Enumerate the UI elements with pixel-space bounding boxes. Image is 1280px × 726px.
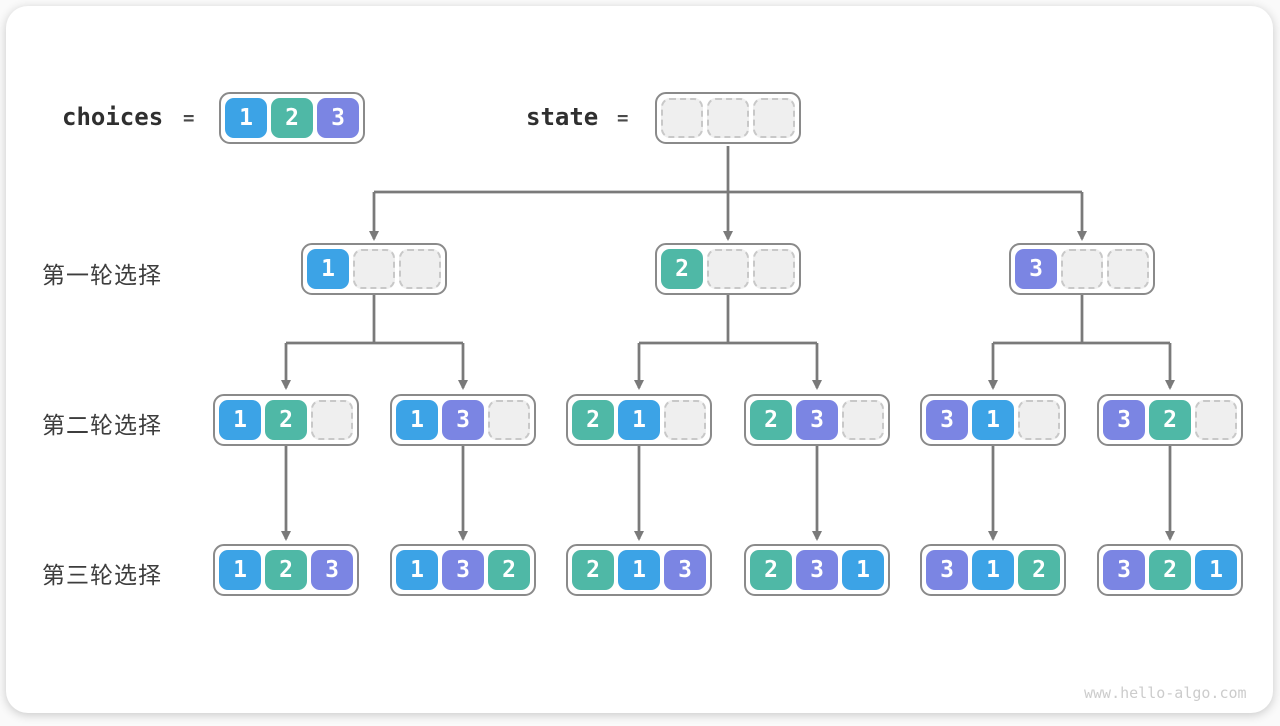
watermark: www.hello-algo.com [1084,684,1247,702]
choices-label: choices [62,103,164,131]
choice-cell-1: 1 [307,249,349,289]
state-array [655,92,801,144]
state-equals-sign: = [617,107,629,129]
choice-cell-3: 3 [442,400,484,440]
choices-equals-sign: = [183,107,195,129]
choice-cell-2: 2 [1018,550,1060,590]
state-label: state [526,103,599,131]
choice-cell-3: 3 [1015,249,1057,289]
empty-cell [753,249,795,289]
empty-cell [1195,400,1237,440]
choice-cell-2: 2 [1149,400,1191,440]
choice-cell-3: 3 [1103,400,1145,440]
empty-cell [661,98,703,138]
empty-cell [707,249,749,289]
choice-cell-3: 3 [796,550,838,590]
choice-cell-1: 1 [842,550,884,590]
tree-connectors [281,146,1175,541]
round1-state-2: 2 [655,243,801,295]
choice-cell-3: 3 [442,550,484,590]
empty-cell [1107,249,1149,289]
choice-cell-3: 3 [311,550,353,590]
empty-cell [1018,400,1060,440]
empty-cell [664,400,706,440]
choice-cell-3: 3 [1103,550,1145,590]
choice-cell-2: 2 [750,400,792,440]
empty-cell [488,400,530,440]
choice-cell-2: 2 [265,550,307,590]
choice-cell-3: 3 [664,550,706,590]
empty-cell [1061,249,1103,289]
empty-cell [399,249,441,289]
choice-cell-1: 1 [618,550,660,590]
empty-cell [842,400,884,440]
choice-cell-2: 2 [661,249,703,289]
round1-state-1: 1 [301,243,447,295]
round-2-label: 第二轮选择 [42,412,162,438]
round-1-label: 第一轮选择 [42,262,162,288]
choice-cell-2: 2 [572,400,614,440]
choice-cell-3: 3 [796,400,838,440]
round1-state-3: 3 [1009,243,1155,295]
choice-cell-1: 1 [972,400,1014,440]
choice-cell-3: 3 [926,400,968,440]
empty-cell [707,98,749,138]
choice-cell-1: 1 [219,550,261,590]
choice-cell-1: 1 [396,550,438,590]
choice-cell-1: 1 [972,550,1014,590]
choice-cell-1: 1 [618,400,660,440]
choice-cell-1: 1 [219,400,261,440]
choice-cell-1: 1 [396,400,438,440]
choice-cell-2: 2 [572,550,614,590]
choice-cell-1: 1 [1195,550,1237,590]
round-3-label: 第三轮选择 [42,562,162,588]
choice-cell-2: 2 [265,400,307,440]
choice-cell-2: 2 [750,550,792,590]
choice-cell-2: 2 [1149,550,1191,590]
empty-cell [311,400,353,440]
empty-cell [353,249,395,289]
choice-cell-1: 1 [225,98,267,138]
choice-cell-2: 2 [488,550,530,590]
empty-cell [753,98,795,138]
choice-cell-3: 3 [926,550,968,590]
choice-cell-2: 2 [271,98,313,138]
choice-cell-3: 3 [317,98,359,138]
